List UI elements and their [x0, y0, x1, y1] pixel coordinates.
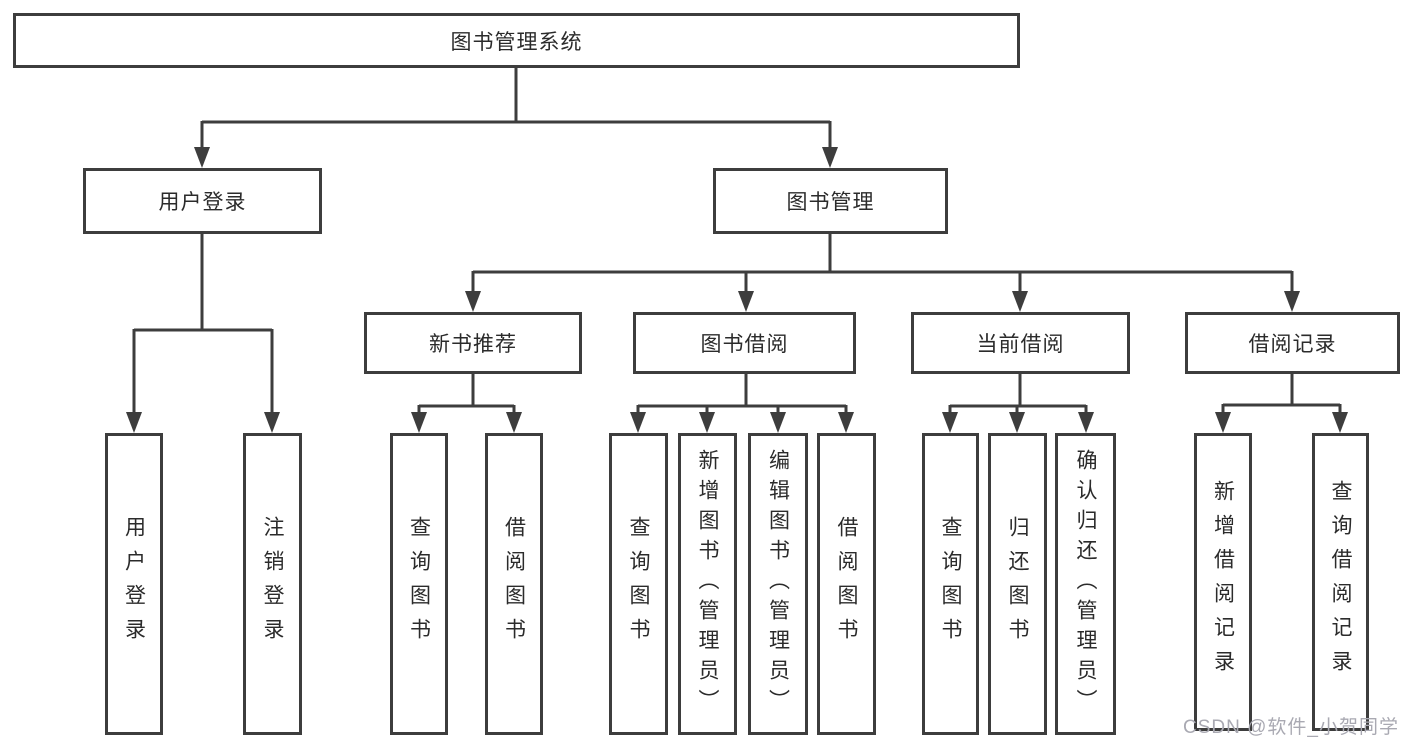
node-current-borrow: 当前借阅: [911, 312, 1130, 374]
arrow-head-bb-edit: [770, 412, 786, 433]
arrow-head-cb-confirm: [1078, 412, 1094, 433]
arrow-head-user-login: [194, 147, 210, 168]
leaf-newbook-borrow-book-label: 借阅图书: [502, 516, 526, 652]
node-user-login-label: 用户登录: [158, 191, 247, 214]
connector-borrow-records-children: [1223, 374, 1340, 407]
arrow-head-nb-query: [411, 412, 427, 433]
arrow-head-br-add: [1215, 412, 1231, 433]
arrow-head-new-book-recommend: [465, 291, 481, 312]
leaf-borrow-borrow-book: 借阅图书: [817, 433, 876, 735]
node-book-borrow: 图书借阅: [633, 312, 856, 374]
leaf-borrow-query-book: 查询图书: [609, 433, 668, 735]
leaf-borrow-add-book-admin: 新增图书（管理员）: [678, 433, 737, 735]
node-borrow-records-label: 借阅记录: [1248, 333, 1337, 356]
leaf-borrow-add-book-admin-label: 新增图书（管理员）: [696, 449, 719, 719]
node-root-label: 图书管理系统: [450, 30, 583, 54]
leaf-current-return-book: 归还图书: [988, 433, 1047, 735]
leaf-current-query-book-label: 查询图书: [939, 516, 962, 652]
arrow-head-cb-return: [1009, 412, 1025, 433]
arrow-head-current-borrow: [1012, 291, 1028, 312]
leaf-newbook-query-book-label: 查询图书: [407, 516, 431, 652]
leaf-records-add-record-label: 新增借阅记录: [1211, 480, 1235, 684]
connector-book-management-children: [473, 234, 1292, 274]
node-new-book-recommend: 新书推荐: [364, 312, 582, 374]
node-new-book-recommend-label: 新书推荐: [429, 333, 517, 356]
arrow-head-bb-borrow: [838, 412, 854, 433]
node-book-borrow-label: 图书借阅: [700, 333, 789, 356]
leaf-current-confirm-return-admin: 确认归还（管理员）: [1055, 433, 1116, 735]
leaf-current-confirm-return-admin-label: 确认归还（管理员）: [1074, 449, 1097, 719]
leaf-user-login-label: 用户登录: [122, 516, 146, 652]
arrow-head-bb-query: [630, 412, 646, 433]
arrow-head-book-borrow: [738, 291, 754, 312]
node-book-management-label: 图书管理: [786, 191, 875, 214]
leaf-current-return-book-label: 归还图书: [1006, 516, 1029, 652]
leaf-borrow-edit-book-admin-label: 编辑图书（管理员）: [766, 449, 790, 719]
leaf-logout-label: 注销登录: [261, 516, 284, 652]
leaf-records-query-record-label: 查询借阅记录: [1329, 480, 1352, 684]
leaf-logout: 注销登录: [243, 433, 302, 735]
leaf-borrow-borrow-book-label: 借阅图书: [835, 516, 858, 652]
leaf-current-query-book: 查询图书: [922, 433, 979, 735]
leaf-newbook-query-book: 查询图书: [390, 433, 448, 735]
connector-new-book-children: [419, 374, 514, 408]
node-user-login: 用户登录: [83, 168, 322, 234]
arrow-head-cb-query: [942, 412, 958, 433]
connector-current-borrow-children: [950, 374, 1086, 408]
leaf-newbook-borrow-book: 借阅图书: [485, 433, 543, 735]
node-book-management: 图书管理: [713, 168, 948, 234]
node-root: 图书管理系统: [13, 13, 1020, 68]
arrow-head-book-management: [822, 147, 838, 168]
leaf-records-query-record: 查询借阅记录: [1312, 433, 1369, 731]
leaf-borrow-query-book-label: 查询图书: [627, 516, 650, 652]
csdn-watermark: CSDN @软件_小贺同学: [1183, 717, 1399, 738]
arrow-head-bb-add: [699, 412, 715, 433]
leaf-user-login: 用户登录: [105, 433, 163, 735]
connector-book-borrow-children: [638, 374, 846, 408]
connector-root-children: [202, 68, 830, 124]
arrow-head-br-query: [1332, 412, 1348, 433]
connector-user-login-children: [134, 233, 272, 332]
arrow-head-leaf-logout: [264, 412, 280, 433]
leaf-borrow-edit-book-admin: 编辑图书（管理员）: [748, 433, 808, 735]
node-current-borrow-label: 当前借阅: [976, 333, 1065, 356]
arrow-head-borrow-records: [1284, 291, 1300, 312]
node-borrow-records: 借阅记录: [1185, 312, 1400, 374]
arrow-head-leaf-user-login: [126, 412, 142, 433]
leaf-records-add-record: 新增借阅记录: [1194, 433, 1252, 731]
arrow-head-nb-borrow: [506, 412, 522, 433]
